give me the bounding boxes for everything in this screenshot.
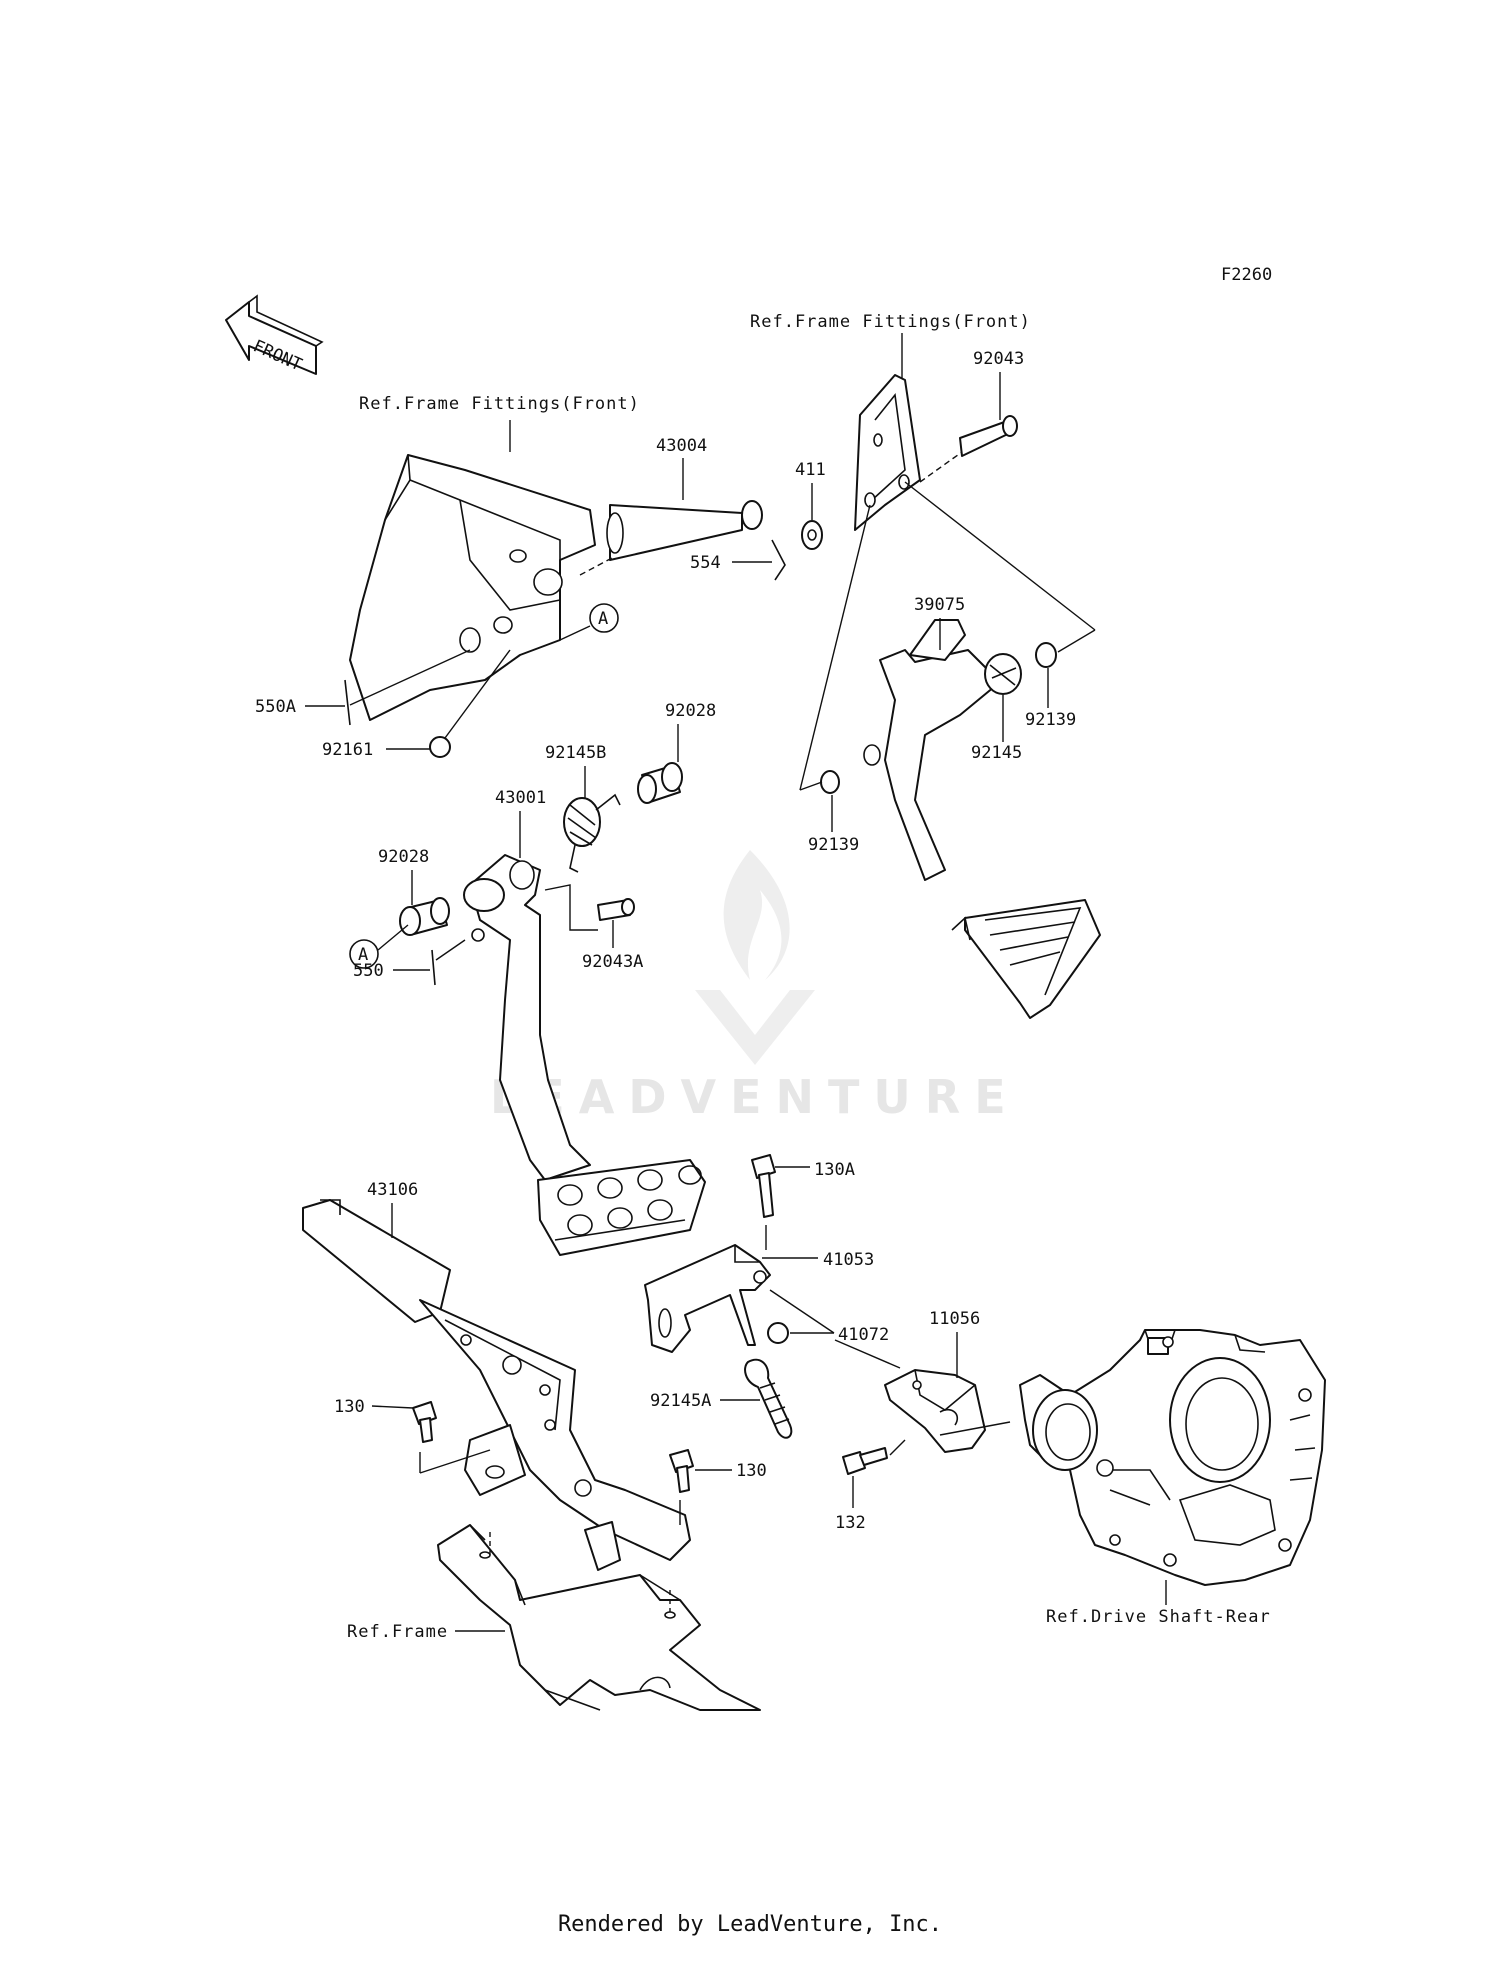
label-92028-top: 92028 — [665, 701, 716, 721]
bracket-frame-fitting — [349, 454, 596, 721]
callout-a-top: A — [598, 609, 608, 629]
label-92139-left: 92139 — [808, 835, 859, 855]
spring-92145B — [563, 793, 621, 873]
pin-92043 — [959, 415, 1018, 457]
label-39075: 39075 — [914, 595, 965, 615]
bolt-130-left — [412, 1401, 437, 1443]
label-132: 132 — [835, 1513, 866, 1533]
label-92161: 92161 — [322, 740, 373, 760]
label-550A: 550A — [255, 697, 296, 717]
callout-a-bottom: A — [358, 945, 368, 965]
bracket-41053 — [644, 1244, 771, 1353]
spring-92145A — [744, 1358, 793, 1439]
label-43001: 43001 — [495, 788, 546, 808]
label-92145A: 92145A — [650, 1391, 711, 1411]
ref-frame-fittings-left: Ref.Frame Fittings(Front) — [359, 394, 640, 414]
bolt-130-right — [669, 1449, 694, 1493]
lever-11056 — [884, 1369, 986, 1453]
drive-shaft-rear-housing — [1019, 1329, 1326, 1586]
bracket-accelerator-mount — [854, 374, 921, 531]
spring-92145 — [984, 653, 1022, 695]
label-130-right: 130 — [736, 1461, 767, 1481]
pin-92043A — [597, 898, 635, 921]
label-92043A: 92043A — [582, 952, 643, 972]
label-41053: 41053 — [823, 1250, 874, 1270]
label-92139-right: 92139 — [1025, 710, 1076, 730]
label-43106: 43106 — [367, 1180, 418, 1200]
label-411: 411 — [795, 460, 826, 480]
leadventure-watermark: LEADVENTURE — [490, 1070, 1020, 1124]
label-554: 554 — [690, 553, 721, 573]
label-11056: 11056 — [929, 1309, 980, 1329]
pin-43004 — [606, 500, 763, 561]
ref-frame-fittings-right: Ref.Frame Fittings(Front) — [750, 312, 1031, 332]
parking-brake-lever-43106 — [302, 1199, 691, 1571]
ref-drive-shaft-rear: Ref.Drive Shaft-Rear — [1046, 1607, 1271, 1627]
diagram-code: F2260 — [1221, 265, 1272, 285]
frame-section — [437, 1524, 761, 1711]
leadventure-logo-watermark — [690, 840, 820, 1074]
accelerator-pedal — [863, 619, 1101, 1019]
bolt-130A — [751, 1154, 776, 1218]
label-92145: 92145 — [971, 743, 1022, 763]
label-43004: 43004 — [656, 436, 707, 456]
label-41072: 41072 — [838, 1325, 889, 1345]
brake-pedal-43001 — [463, 854, 706, 1256]
label-92043: 92043 — [973, 349, 1024, 369]
label-92028-left: 92028 — [378, 847, 429, 867]
bolt-132 — [842, 1447, 888, 1475]
front-arrow-icon: FRONT — [225, 294, 324, 375]
bushing-92028-top — [637, 762, 683, 804]
bushing-92028-left — [399, 897, 450, 936]
label-130A: 130A — [814, 1160, 855, 1180]
label-92145B: 92145B — [545, 743, 606, 763]
label-130-left: 130 — [334, 1397, 365, 1417]
label-550: 550 — [353, 961, 384, 981]
ref-frame: Ref.Frame — [347, 1622, 448, 1642]
footer-credit: Rendered by LeadVenture, Inc. — [557, 1912, 943, 1937]
